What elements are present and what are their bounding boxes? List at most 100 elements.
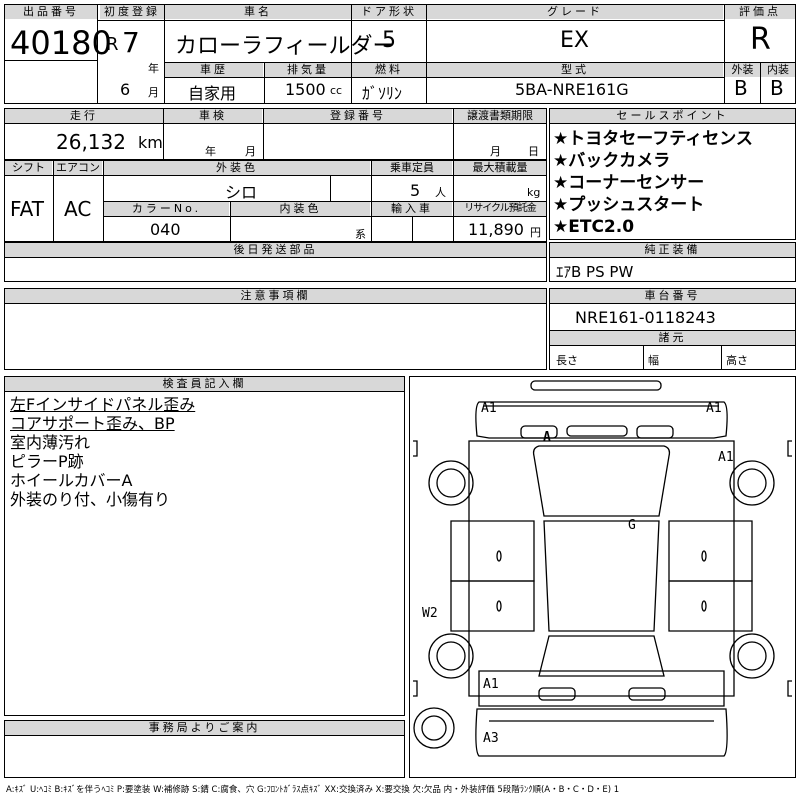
damage-mark: G — [628, 518, 636, 533]
sales-point: ★トヨタセーフティセンス — [553, 129, 753, 149]
width-label: 幅 — [648, 354, 659, 367]
car-name-header: 車名 — [165, 5, 351, 19]
office-section — [4, 720, 405, 778]
mileage-value: 26,132 — [56, 130, 126, 154]
factory-equip-section — [549, 242, 796, 282]
recycle-value: 11,890 — [468, 220, 524, 239]
yen-unit: 円 — [530, 226, 541, 239]
transfer-doc-header: 譲渡書類期限 — [454, 109, 546, 123]
sales-points-section — [549, 108, 796, 240]
chassis-no-header: 車台番号 — [550, 289, 795, 303]
reg-no-header: 登録番号 — [264, 109, 452, 123]
exterior-score-value: B — [734, 76, 748, 100]
inspection-header: 車検 — [164, 109, 262, 123]
capacity-value: 5 — [410, 181, 421, 200]
month-value: 6 — [120, 80, 131, 99]
ext-color-header: 外装色 — [104, 161, 370, 175]
lot-no-value: 40180 — [10, 24, 112, 62]
recycle-header: リサイクル預託金 — [454, 202, 546, 216]
inspector-header: 検査員記入欄 — [5, 377, 404, 391]
sales-point: ★ETC2.0 — [553, 217, 635, 237]
interior-score-header: 内装 — [761, 63, 795, 77]
mileage-header: 走行 — [5, 109, 163, 123]
displacement-value: 1500 — [285, 80, 326, 99]
damage-mark: W2 — [422, 606, 438, 621]
shift-value: FAT — [10, 197, 45, 221]
office-header: 事務局よりご案内 — [5, 721, 404, 735]
displacement-header: 排気量 — [265, 63, 351, 77]
factory-equip-value: ｴｱB PS PW — [556, 263, 634, 281]
capacity-header: 乗車定員 — [372, 161, 452, 175]
grade-value: EX — [560, 28, 589, 53]
chassis-section — [549, 288, 796, 370]
int-color-header: 内装色 — [231, 202, 370, 216]
later-parts-section — [4, 242, 547, 282]
inspection-year-unit: 年 — [205, 145, 216, 158]
person-unit: 人 — [435, 186, 446, 199]
interior-score-value: B — [770, 76, 784, 100]
cc-unit: cc — [330, 84, 343, 97]
lot-no-header: 出品番号 — [5, 5, 97, 19]
chassis-no-value: NRE161-0118243 — [575, 308, 716, 327]
history-header: 車歴 — [165, 63, 263, 77]
inspection-month-unit: 月 — [245, 145, 256, 158]
fuel-value: ｶﾞｿﾘﾝ — [362, 84, 403, 103]
km-unit: km — [138, 133, 163, 152]
shift-header: シフト — [5, 161, 52, 175]
color-no-header: カラーNo. — [104, 202, 229, 216]
sales-points-list: ★トヨタセーフティセンス ★バックカメラ ★コーナーセンサー ★プッシュスタート… — [553, 128, 753, 238]
car-name-value: カローラフィールダー — [175, 34, 395, 59]
first-reg-header: 初度登録 — [100, 5, 164, 19]
aircon-value: AC — [64, 197, 92, 221]
score-header: 評価点 — [725, 5, 795, 19]
grade-header: グレード — [427, 5, 723, 19]
max-load-header: 最大積載量 — [454, 161, 546, 175]
era-value: R — [106, 34, 119, 55]
dimensions-header: 諸元 — [550, 331, 795, 345]
model-code-value: 5BA-NRE161G — [515, 80, 629, 99]
inspector-note: 室内薄汚れ — [10, 433, 91, 452]
score-value: R — [750, 22, 771, 57]
inspector-note: コアサポート歪み、BP — [10, 414, 175, 433]
sales-point: ★バックカメラ — [553, 151, 671, 171]
car-diagram — [413, 380, 792, 757]
later-parts-header: 後日発送部品 — [5, 243, 546, 257]
inspector-note: ピラーP跡 — [10, 452, 84, 471]
int-color-unit: 系 — [355, 228, 366, 241]
exterior-score-header: 外装 — [725, 63, 760, 77]
inspector-note: ホイールカバーA — [10, 471, 133, 490]
damage-mark: A3 — [483, 731, 499, 746]
door-value: 5 — [382, 28, 396, 53]
door-header: ドア形状 — [352, 5, 426, 19]
transfer-day-unit: 日 — [528, 145, 539, 158]
length-label: 長さ — [556, 354, 578, 367]
inspector-notes-list: 左Fインサイドパネル歪み コアサポート歪み、BP 室内薄汚れ ピラーP跡 ホイー… — [10, 395, 195, 509]
mileage-section — [4, 108, 547, 160]
sales-point: ★コーナーセンサー — [553, 173, 705, 193]
color-no-value: 040 — [150, 220, 181, 239]
notes-section — [4, 288, 547, 370]
history-value: 自家用 — [188, 84, 237, 103]
aircon-header: エアコン — [54, 161, 102, 175]
top-section — [4, 4, 796, 104]
transfer-month-unit: 月 — [490, 145, 501, 158]
damage-mark: A1 — [718, 450, 734, 465]
ext-color-value: シロ — [225, 183, 258, 202]
year-unit: 年 — [148, 62, 159, 75]
sales-points-header: セールスポイント — [550, 109, 795, 123]
factory-equip-header: 純正装備 — [550, 243, 795, 257]
kg-unit: kg — [527, 186, 541, 199]
fuel-header: 燃料 — [352, 63, 426, 77]
damage-mark: A — [543, 430, 551, 445]
damage-mark: A1 — [483, 677, 499, 692]
damage-mark: A1 — [481, 401, 497, 416]
import-header: 輸入車 — [372, 202, 452, 216]
model-code-header: 型式 — [427, 63, 723, 77]
legend-text: A:ｷｽﾞ U:ﾍｺﾐ B:ｷｽﾞを伴うﾍｺﾐ P:要塗装 W:補修跡 S:錆 … — [6, 785, 620, 795]
damage-mark: A1 — [706, 401, 722, 416]
sales-point: ★プッシュスタート — [553, 195, 705, 215]
inspector-note: 外装のり付、小傷有り — [10, 490, 171, 509]
inspector-section — [4, 376, 405, 716]
height-label: 高さ — [726, 354, 748, 367]
inspector-note: 左Fインサイドパネル歪み — [10, 395, 196, 414]
